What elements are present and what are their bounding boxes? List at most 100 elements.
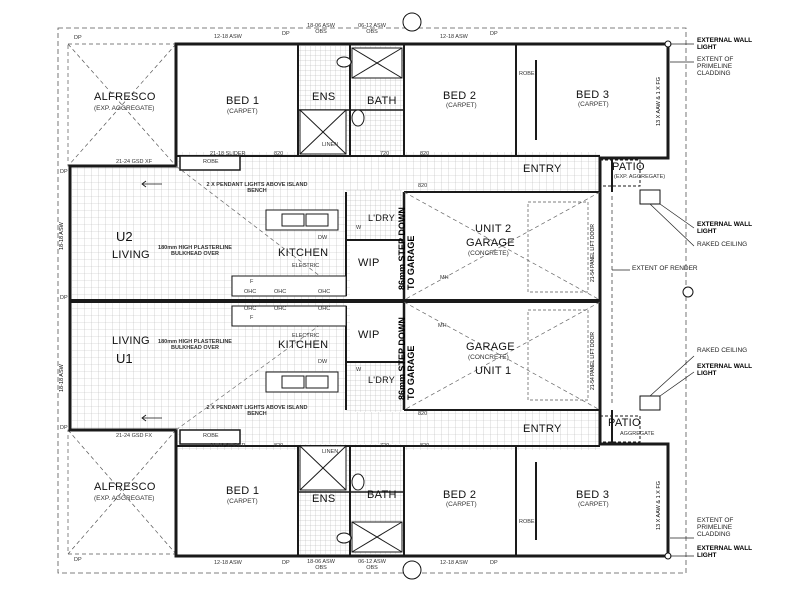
unit2-bed3-sub: (CARPET) xyxy=(578,101,609,108)
manhole-label: MH xyxy=(438,323,447,329)
unit2-alfresco-label: ALFRESCO xyxy=(94,91,156,103)
unit2-living-label: LIVING xyxy=(112,249,150,261)
window-top-bed2: 12-18 ASW xyxy=(440,34,468,40)
external-wall-lights xyxy=(639,40,672,560)
extent-render: EXTENT OF RENDER xyxy=(632,265,698,272)
electric-label: ELECTRIC xyxy=(292,263,320,269)
unit1-u1-label: U1 xyxy=(116,351,133,366)
slider-bot: 21-18 SLIDER xyxy=(210,443,246,449)
unit1-living-label: LIVING xyxy=(112,335,150,347)
door-size: 820 xyxy=(274,443,284,449)
downpipe-marker: DP xyxy=(60,295,68,301)
unit1-step-note: 86mm STEP DOWN TO GARAGE xyxy=(397,317,416,400)
window-top-bath: 06-12 ASW OBS xyxy=(358,23,386,35)
unit2-bed2-sub: (CARPET) xyxy=(446,102,477,109)
downpipe-marker: DP xyxy=(74,35,82,41)
unit2-name-label: UNIT 2 xyxy=(475,223,512,235)
unit1-kitchen-label: KITCHEN xyxy=(278,339,329,351)
unit1-entry-label: ENTRY xyxy=(523,423,562,435)
downpipe-marker: DP xyxy=(74,557,82,563)
unit1-bed2-label: BED 2 xyxy=(443,489,477,501)
window-bot-bed1: 12-18 ASW xyxy=(214,560,242,566)
service-pits xyxy=(402,12,694,580)
unit1-name-label: UNIT 1 xyxy=(475,365,512,377)
raked-ceiling-bot: RAKED CEILING xyxy=(697,347,748,354)
extent-cladding-bot: EXTENT OF PRIMELINE CLADDING xyxy=(697,517,734,538)
window-bed3-top: 13 X AAW & 1 X FG xyxy=(656,76,662,126)
unit2-alfresco-sub: (EXP. AGGREGATE) xyxy=(94,105,155,112)
manhole-label: MH xyxy=(440,275,449,281)
unit2-bath-label: BATH xyxy=(367,95,397,107)
walls xyxy=(68,42,670,558)
downpipe-marker: DP xyxy=(282,31,290,37)
leader-lines xyxy=(612,43,695,557)
ohc-label: OHC xyxy=(274,289,287,295)
sliding-arrows xyxy=(141,180,162,422)
unit1-bed1-sub: (CARPET) xyxy=(227,498,258,505)
unit1-alfresco-sub: (EXP. AGGREGATE) xyxy=(94,495,155,502)
site-boundary xyxy=(57,27,687,574)
garage-car-space xyxy=(527,201,589,401)
door-size: 720 xyxy=(380,151,390,157)
bathroom-fixtures xyxy=(299,47,403,553)
window-left-lower: 18-18 ASW xyxy=(59,364,65,392)
unit2-bed2-label: BED 2 xyxy=(443,90,477,102)
unit1-alfresco-label: ALFRESCO xyxy=(94,481,156,493)
unit1-bed3-sub: (CARPET) xyxy=(578,501,609,508)
unit1-ens-label: ENS xyxy=(312,493,336,505)
ohc-label: OHC xyxy=(318,306,331,312)
window-bot-bath: 06-12 ASW OBS xyxy=(358,559,386,571)
ohc-label: OHC xyxy=(274,306,287,312)
window-top-bed1: 12-18 ASW xyxy=(214,34,242,40)
ohc-label: OHC xyxy=(244,289,257,295)
unit1-bed3-label: BED 3 xyxy=(576,489,610,501)
unit2-patio-label: PATIO xyxy=(612,161,645,173)
window-bot-bed2: 12-18 ASW xyxy=(440,560,468,566)
garage-diagonals xyxy=(175,165,601,431)
kitchen-benches xyxy=(231,209,347,393)
door-size: 720 xyxy=(380,443,390,449)
door-size: 820 xyxy=(418,183,428,189)
unit1-linen: LINEN xyxy=(322,449,339,455)
washer-label: W xyxy=(356,225,362,231)
external-wall-light-mid-bot: EXTERNAL WALL LIGHT xyxy=(697,363,753,377)
unit1-patio-label: PATIO xyxy=(608,417,641,429)
unit2-ldry-label: L'DRY xyxy=(368,213,396,223)
ohc-label: OHC xyxy=(318,289,331,295)
unit2-wip-label: WIP xyxy=(358,257,380,269)
door-size: 820 xyxy=(420,443,430,449)
unit1-ldry-label: L'DRY xyxy=(368,375,396,385)
unit1-robe: ROBE xyxy=(203,433,219,439)
window-bed3-bot: 13 X AAW & 1 X FG xyxy=(656,480,662,530)
dishwasher-label: DW xyxy=(318,359,328,365)
unit1-garage-sub: (CONCRETE) xyxy=(468,354,509,361)
unit2-step-note: 86mm STEP DOWN TO GARAGE xyxy=(397,207,416,290)
washer-label: W xyxy=(356,367,362,373)
bed3-bay xyxy=(599,157,641,445)
ohc-label: OHC xyxy=(244,306,257,312)
unit2-kitchen-label: KITCHEN xyxy=(278,247,329,259)
external-wall-light-top: EXTERNAL WALL LIGHT xyxy=(697,37,753,51)
unit2-ens-label: ENS xyxy=(312,91,336,103)
unit2-entry-label: ENTRY xyxy=(523,163,562,175)
raked-ceiling-top: RAKED CEILING xyxy=(697,241,748,248)
unit2-plasterline-note: 180mm HIGH PLASTERLINE BULKHEAD OVER xyxy=(158,245,232,257)
unit2-pendant-note: 2 X PENDANT LIGHTS ABOVE ISLAND BENCH xyxy=(206,182,308,194)
unit1-pendant-note: 2 X PENDANT LIGHTS ABOVE ISLAND BENCH xyxy=(206,405,308,417)
slider-top: 21-18 SLIDER xyxy=(210,151,246,157)
fridge-label: F xyxy=(250,315,254,321)
unit2-u2-label: U2 xyxy=(116,229,133,244)
unit2-bed1-sub: (CARPET) xyxy=(227,108,258,115)
unit1-bed1-label: BED 1 xyxy=(226,485,260,497)
downpipe-marker: DP xyxy=(60,169,68,175)
extent-cladding-top: EXTENT OF PRIMELINE CLADDING xyxy=(697,56,734,77)
door-size: 820 xyxy=(274,151,284,157)
unit2-garage-label: GARAGE xyxy=(466,237,515,249)
lift-door-top: 21-54 PANEL LIFT DOOR xyxy=(590,224,596,282)
window-left-upper: 18-18 ASW xyxy=(59,222,65,250)
unit2-bed1-label: BED 1 xyxy=(226,95,260,107)
external-wall-light-mid-top: EXTERNAL WALL LIGHT xyxy=(697,221,753,235)
unit2-garage-sub: (CONCRETE) xyxy=(468,250,509,257)
unit1-bed3-robe: ROBE xyxy=(519,519,535,525)
